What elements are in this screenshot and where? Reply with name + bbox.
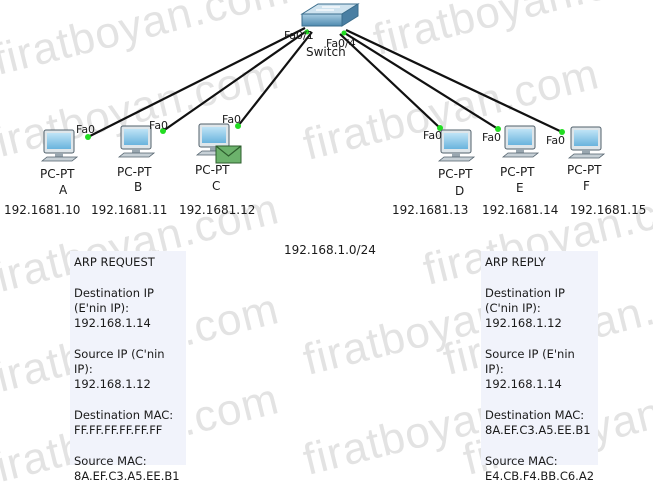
pc-port: Fa0 <box>222 113 242 126</box>
pc-letter: A <box>59 183 68 197</box>
link-light <box>85 134 91 140</box>
pc-letter: D <box>455 184 465 198</box>
arp-request-panel: ARP REQUEST Destination IP (E'nin IP): 1… <box>70 251 186 483</box>
cable-b <box>162 29 309 132</box>
envelope-icon <box>215 145 242 164</box>
pc-model: PC-PT <box>500 165 535 179</box>
switch-port-left: Fa0/1 <box>284 29 314 42</box>
link-light <box>235 123 241 129</box>
pc-model: PC-PT <box>40 167 75 181</box>
pc-model: PC-PT <box>195 163 230 177</box>
src-ip-label: Source IP (E'nin IP): <box>485 347 575 376</box>
pc-letter: E <box>516 181 524 195</box>
src-mac-value: E4.CB.F4.BB.C6.A2 <box>485 469 595 483</box>
switch-port-right: Fa0/4 <box>326 37 356 50</box>
cable-c <box>237 31 313 127</box>
pc-icon <box>567 126 606 159</box>
switch-icon <box>300 3 360 27</box>
pc-icon <box>195 123 234 156</box>
dest-mac-value: 8A.EF.C3.A5.EE.B1 <box>485 423 591 437</box>
cable-d <box>339 33 441 129</box>
arp-reply-title: ARP REPLY <box>485 255 546 269</box>
src-ip-label: Source IP (C'nin IP): <box>74 347 165 376</box>
pc-icon <box>501 125 540 158</box>
pc-port: Fa0 <box>149 119 169 132</box>
pc-port: Fa0 <box>423 129 443 142</box>
link-light <box>341 30 347 36</box>
pc-ip: 192.1681.10 <box>4 203 81 217</box>
pc-port: Fa0 <box>76 123 96 136</box>
dest-ip-value: 192.168.1.14 <box>74 316 151 330</box>
pc-port: Fa0 <box>482 131 502 144</box>
pc-letter: F <box>583 179 590 193</box>
cable-e <box>342 31 499 130</box>
src-ip-value: 192.168.1.14 <box>485 377 562 391</box>
cable-f <box>345 29 563 133</box>
pc-ip: 192.1681.15 <box>570 203 647 217</box>
dest-mac-label: Destination MAC: <box>74 408 174 422</box>
pc-ip: 192.1681.14 <box>482 203 559 217</box>
src-mac-label: Source MAC: <box>485 454 558 468</box>
arp-request-title: ARP REQUEST <box>74 255 155 269</box>
switch-label: Switch <box>306 45 346 59</box>
link-light <box>304 29 310 35</box>
network-topology <box>40 3 606 164</box>
link-light <box>559 129 565 135</box>
link-light <box>437 125 443 131</box>
arp-reply-panel: ARP REPLY Destination IP (C'nin IP): 192… <box>481 251 598 483</box>
pc-ip: 192.1681.13 <box>392 203 469 217</box>
dest-ip-value: 192.168.1.12 <box>485 316 562 330</box>
src-mac-label: Source MAC: <box>74 454 147 468</box>
cable-a <box>87 27 306 138</box>
pc-ip: 192.1681.12 <box>179 203 256 217</box>
pc-port: Fa0 <box>546 134 566 147</box>
link-light <box>160 128 166 134</box>
src-ip-value: 192.168.1.12 <box>74 377 151 391</box>
pc-icon <box>437 129 476 162</box>
pc-ip: 192.1681.11 <box>91 203 168 217</box>
pc-model: PC-PT <box>567 163 602 177</box>
pc-model: PC-PT <box>117 165 152 179</box>
dest-ip-label: Destination IP (E'nin IP): <box>74 286 154 315</box>
pc-letter: B <box>134 180 143 194</box>
pc-model: PC-PT <box>438 167 473 181</box>
dest-mac-value: FF.FF.FF.FF.FF.FF <box>74 423 163 437</box>
link-light <box>495 126 501 132</box>
pc-icon <box>117 125 156 158</box>
pc-letter: C <box>212 179 221 193</box>
pc-icon <box>40 129 79 162</box>
dest-mac-label: Destination MAC: <box>485 408 585 422</box>
network-label: 192.168.1.0/24 <box>284 243 376 257</box>
dest-ip-label: Destination IP (C'nin IP): <box>485 286 565 315</box>
src-mac-value: 8A.EF.C3.A5.EE.B1 <box>74 469 180 483</box>
